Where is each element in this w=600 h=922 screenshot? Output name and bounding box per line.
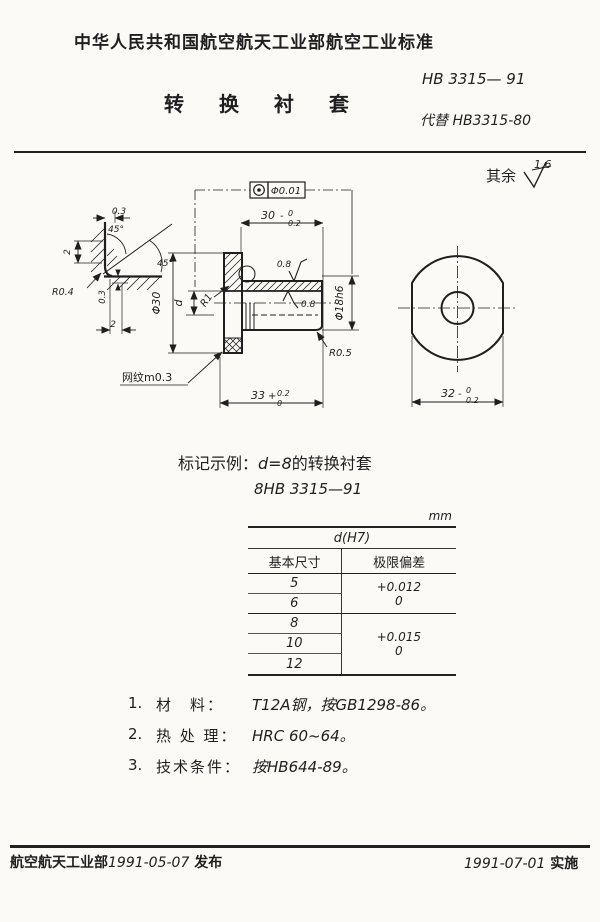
detail-angle-45-right: 45° [157, 259, 173, 269]
technical-drawing: 0.3 45° 45° 2 R0.4 0.3 2 [52, 181, 517, 408]
table-deviation-cell: +0.015 0 [376, 630, 421, 658]
dim-body-dia: Φ18h6 [334, 285, 346, 320]
dim-32-upper: 0 [466, 386, 471, 395]
replaces-note: 代替 HB3315-80 [420, 113, 532, 129]
end-view-labels: 32 - 0 0.2 [441, 386, 479, 405]
surface-finish-note: 其余 1.6 [486, 157, 564, 191]
table-col-basic-size: 基本尺寸 [248, 549, 343, 573]
footer-issue-label: 发布 [194, 855, 223, 871]
surface-finish-icon: 1.6 [523, 158, 552, 189]
note-tech-conditions: 3. 技术条件： 按HB644-89。 [128, 756, 357, 776]
page-title: 转 换 衬 套 [164, 92, 363, 116]
standard-org-line: 中华人民共和国航空航天工业部航空工业标准 [74, 33, 434, 53]
footer-issue: 航空航天工业部1991-05-07 发布 [10, 852, 222, 872]
dim-33-lower: 0 [277, 399, 282, 408]
end-view [398, 246, 517, 407]
table-body: 5 6 +0.012 0 8 10 12 +0.015 0 [248, 574, 456, 674]
note-material: 1. 材 料： T12A钢，按GB1298-86。 [128, 694, 436, 714]
dim-32-sign: - [458, 389, 462, 400]
footer-divider [10, 845, 590, 848]
tolerance-table: mm d(H7) 基本尺寸 极限偏差 5 6 +0.012 0 8 10 12 … [248, 509, 456, 676]
section-hatch [223, 252, 323, 292]
footer-impl-date: 1991-07-01 [464, 856, 546, 872]
dim-30-sign: - [280, 211, 284, 222]
table-size-cell: 5 [248, 574, 342, 594]
footer-issue-date: 1991-05-07 [108, 855, 190, 871]
finish-bore-value: 0.8 [301, 300, 316, 310]
table-deviation-cell: +0.012 0 [341, 574, 456, 614]
marking-line1: 标记示例：d=8的转换衬套 [178, 450, 372, 474]
detail-dim-03-side: 0.3 [98, 290, 108, 304]
detail-dim-2-bottom: 2 [110, 320, 116, 330]
dim-flange-dia: Φ30 [150, 292, 163, 315]
finish-check-top-icon [288, 258, 308, 283]
marking-label: 标记示例： [178, 454, 259, 473]
main-view [120, 181, 359, 408]
detail-view-labels: 0.3 45° 45° 2 R0.4 0.3 2 [52, 207, 173, 330]
fillet-r05-label: R0.5 [329, 348, 352, 359]
detail-radius-r04: R0.4 [52, 287, 74, 298]
header-divider [14, 151, 586, 153]
dim-bore-dia: d [172, 298, 185, 306]
notes-section: 1. 材 料： T12A钢，按GB1298-86。 2. 热 处 理： HRC … [128, 694, 435, 787]
knurl-hatch [223, 337, 243, 354]
footer-impl-label: 实施 [550, 856, 579, 872]
gdt-tolerance-value: Φ0.01 [271, 186, 301, 197]
dim-30-value: 30 [261, 209, 275, 222]
main-view-labels: Φ0.01 30 - 0 0.2 33 + 0.2 0 Φ30 d Φ18h6 … [122, 186, 352, 408]
detail-hatch [90, 228, 161, 291]
table-col-deviation: 极限偏差 [373, 555, 426, 571]
knurl-label: 网纹m0.3 [122, 370, 172, 384]
marking-suffix: 的转换衬套 [291, 454, 372, 473]
dim-32-value: 32 [441, 387, 455, 400]
table-size-cell: 8 [248, 614, 342, 634]
detail-dim-03-top: 0.3 [112, 207, 127, 217]
footer-issuer: 航空航天工业部 [10, 855, 108, 871]
dim-33-upper: 0.2 [277, 389, 290, 398]
standard-number: HB 3315— 91 [422, 70, 526, 88]
detail-angle-45-upper: 45° [108, 225, 124, 235]
fillet-r1-label: R1 [199, 292, 216, 309]
footer-implementation: 1991-07-01 实施 [464, 853, 578, 873]
dim-33-value: 33 [251, 389, 265, 402]
detail-dim-2-left: 2 [63, 249, 73, 255]
table-size-cell: 6 [248, 594, 342, 614]
surface-roughness-value: 1.6 [534, 158, 552, 171]
marking-example: 标记示例：d=8的转换衬套 8HB 3315—91 [178, 450, 372, 498]
dim-33-sign: + [268, 391, 276, 402]
table-size-cell: 12 [248, 654, 342, 674]
dim-30-lower: 0.2 [288, 219, 301, 228]
dim-32-lower: 0.2 [466, 396, 479, 405]
table-span-header: d(H7) [248, 528, 456, 549]
surface-note-label: 其余 [486, 167, 517, 185]
table-unit: mm [428, 509, 452, 523]
table-size-cell: 10 [248, 634, 342, 654]
detail-view [74, 211, 173, 334]
finish-check-bore-icon [282, 289, 299, 309]
note-heat-treatment: 2. 热 处 理： HRC 60~64。 [128, 725, 355, 745]
finish-top-value: 0.8 [277, 260, 292, 270]
marking-code: d=8 [258, 454, 292, 473]
dim-30-upper: 0 [288, 209, 293, 218]
marking-line2: 8HB 3315—91 [254, 480, 363, 498]
